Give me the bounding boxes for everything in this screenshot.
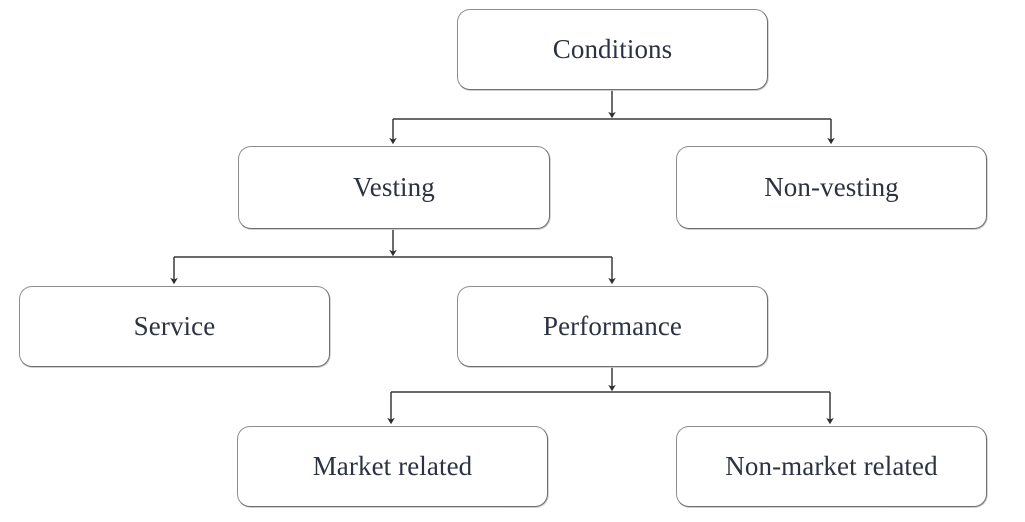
node-label: Market related xyxy=(312,451,473,481)
node-label: Vesting xyxy=(353,172,435,202)
edge-vesting-to-row2 xyxy=(170,229,616,285)
node-service[interactable]: Service xyxy=(19,286,330,367)
edge-conditions-to-row1 xyxy=(389,90,835,145)
node-conditions[interactable]: Conditions xyxy=(457,9,768,90)
node-label: Non-market related xyxy=(725,451,938,481)
node-non-market-related[interactable]: Non-market related xyxy=(676,426,987,507)
node-non-vesting[interactable]: Non-vesting xyxy=(676,146,987,229)
node-market-related[interactable]: Market related xyxy=(237,426,548,507)
node-vesting[interactable]: Vesting xyxy=(238,146,550,229)
node-label: Service xyxy=(133,311,216,341)
node-label: Non-vesting xyxy=(764,172,899,202)
node-label: Conditions xyxy=(552,34,673,64)
node-label: Performance xyxy=(542,311,683,341)
edge-performance-to-row3 xyxy=(387,367,834,425)
node-performance[interactable]: Performance xyxy=(457,286,768,367)
